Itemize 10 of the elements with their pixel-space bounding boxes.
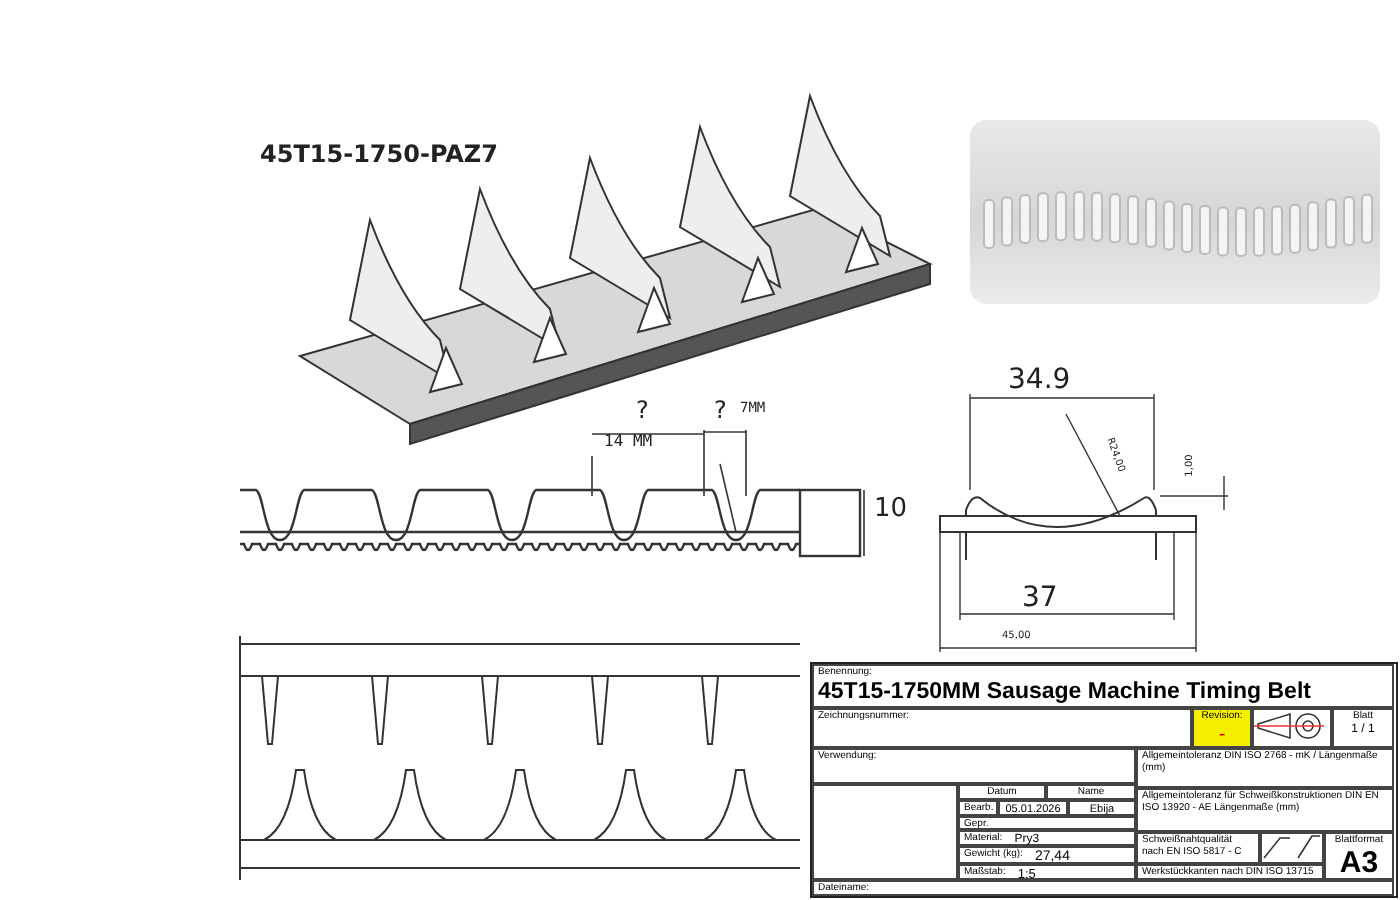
dimension-label: ? — [636, 398, 649, 425]
title-block-text: A3 — [1339, 847, 1379, 880]
dimension-label: 34.9 — [1008, 366, 1071, 397]
title-block-text: - — [1218, 723, 1226, 745]
dimension-label: 37 — [1022, 584, 1058, 615]
dimension-label: 14 MM — [604, 434, 653, 452]
title-block-text: 45T15-1750MM Sausage Machine Timing Belt — [818, 679, 1311, 705]
dimension-label: ? — [714, 398, 727, 425]
part-number: 45T15-1750-PAZ7 — [260, 142, 498, 169]
dimension-label: 10 — [874, 496, 908, 525]
